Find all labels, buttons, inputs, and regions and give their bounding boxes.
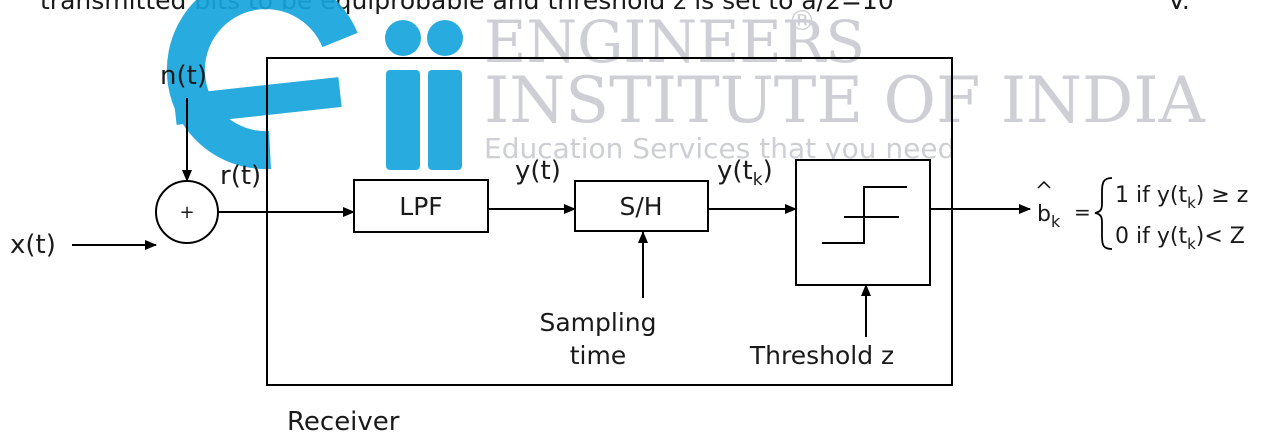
output-expression: b k = 1 if y(tk) ≥ z 0 if y(tk)< Z	[1037, 177, 1248, 253]
logo-i1-dot	[385, 20, 421, 56]
watermark: ENGINEERS ® INSTITUTE OF INDIA Education…	[166, 0, 1206, 170]
sh-output-label: y(tk)	[717, 156, 773, 190]
input-label: x(t)	[10, 230, 56, 260]
logo-i2-dot	[427, 20, 463, 56]
watermark-registered: ®	[788, 4, 816, 37]
lpf-label: LPF	[399, 192, 442, 221]
output-hat	[1037, 180, 1051, 189]
output-case1-sub: k	[1187, 194, 1196, 212]
output-case1: 1 if y(tk) ≥ z	[1115, 183, 1248, 212]
output-case2-suffix: )< Z	[1196, 224, 1245, 249]
receiver-label: Receiver	[287, 407, 400, 436]
output-case1-suffix: ) ≥ z	[1196, 183, 1249, 208]
sh-label: S/H	[619, 192, 662, 221]
lpf-output-label: y(t)	[515, 156, 561, 186]
receiver-box	[266, 57, 953, 386]
threshold-step-curve	[822, 186, 907, 244]
adder-symbol: +	[179, 202, 194, 223]
output-case2: 0 if y(tk)< Z	[1115, 224, 1245, 253]
logo-i1-stem	[386, 70, 420, 170]
watermark-line2: INSTITUTE OF INDIA	[484, 64, 1206, 138]
watermark-line1: ENGINEERS	[484, 8, 865, 76]
sampling-label-line1: Sampling	[539, 308, 656, 337]
output-case2-sub: k	[1187, 235, 1196, 253]
eii-logo	[166, 0, 463, 170]
output-b-sub: k	[1051, 212, 1061, 231]
output-case2-prefix: 0 if y(t	[1115, 224, 1187, 249]
received-label: r(t)	[220, 161, 261, 191]
lpf-block	[353, 179, 489, 233]
output-case1-prefix: 1 if y(t	[1115, 183, 1187, 208]
sh-output-close: )	[763, 156, 773, 186]
sh-output-sub: k	[753, 170, 763, 190]
sh-output-base: y(t	[717, 156, 753, 186]
top-text-suffix: V.	[1168, 0, 1190, 15]
logo-e-arc	[166, 0, 358, 170]
output-brace	[1094, 177, 1113, 250]
threshold-label: Threshold z	[749, 341, 894, 370]
sampling-label-line2: time	[570, 341, 626, 370]
logo-e-bar	[173, 77, 342, 125]
logo-i2-stem	[428, 70, 462, 170]
output-b: b	[1037, 202, 1051, 227]
noise-label: n(t)	[160, 61, 207, 91]
output-equals: =	[1074, 200, 1091, 224]
